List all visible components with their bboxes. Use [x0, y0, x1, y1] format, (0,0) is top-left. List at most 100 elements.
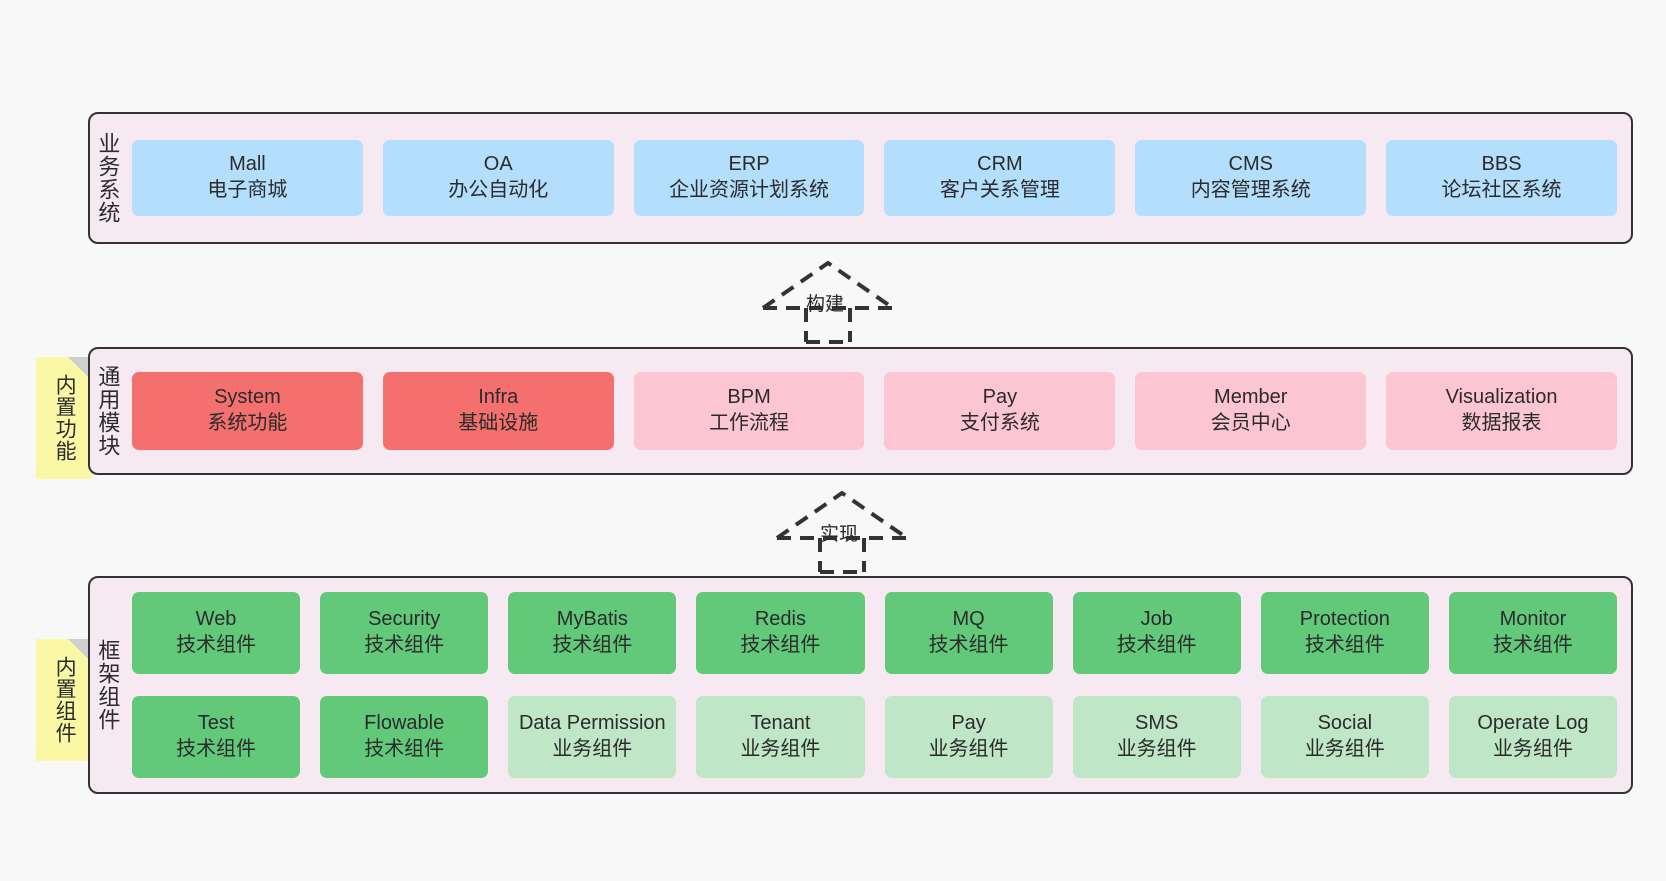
card-title: Redis: [754, 608, 806, 631]
card-title: Data Permission: [518, 712, 666, 735]
implement-arrow-label: 实现: [820, 524, 859, 545]
card-title: BPM: [727, 386, 771, 409]
builtin-components-note: 内置组件: [36, 639, 92, 761]
card-subtitle: 技术组件: [552, 634, 633, 656]
card-subtitle: 内容管理系统: [1190, 179, 1311, 201]
component-card[interactable]: System 系统功能: [132, 372, 363, 450]
component-card[interactable]: OA 办公自动化: [382, 140, 614, 216]
card-subtitle: 办公自动化: [448, 179, 549, 201]
component-card[interactable]: MyBatis 技术组件: [508, 592, 677, 674]
card-subtitle: 系统功能: [207, 412, 288, 434]
card-title: MQ: [952, 608, 985, 631]
card-title: CRM: [977, 153, 1023, 176]
builtin-functions-note-label: 内置功能: [53, 374, 77, 462]
card-subtitle: 技术组件: [176, 738, 257, 760]
card-subtitle: 业务组件: [740, 738, 821, 760]
business-system-layer-label: 业务系统: [95, 132, 121, 224]
card-subtitle: 业务组件: [928, 738, 1009, 760]
card-subtitle: 业务组件: [552, 738, 633, 760]
card-title: Security: [368, 608, 441, 631]
card-title: Pay: [982, 386, 1018, 409]
component-card[interactable]: Social 业务组件: [1260, 696, 1429, 778]
component-card[interactable]: Data Permission 业务组件: [508, 696, 677, 778]
card-subtitle: 技术组件: [1492, 634, 1573, 656]
card-subtitle: 会员中心: [1210, 412, 1291, 434]
card-title: Mall: [229, 153, 266, 176]
component-card[interactable]: Member 会员中心: [1135, 372, 1367, 450]
card-subtitle: 技术组件: [364, 634, 445, 656]
component-card[interactable]: Visualization 数据报表: [1386, 372, 1617, 450]
card-subtitle: 技术组件: [740, 634, 821, 656]
card-title: Pay: [951, 712, 986, 735]
component-card[interactable]: BPM 工作流程: [633, 372, 865, 450]
component-card[interactable]: Flowable 技术组件: [320, 696, 489, 778]
component-card[interactable]: Test 技术组件: [132, 696, 301, 778]
card-title: Tenant: [750, 712, 811, 735]
card-subtitle: 客户关系管理: [939, 179, 1060, 201]
implement-arrow-shape: [775, 490, 909, 574]
builtin-components-note-label: 内置组件: [53, 656, 77, 744]
card-title: Job: [1140, 608, 1173, 631]
card-title: Test: [197, 712, 235, 735]
build-generalization-arrow: 构建: [758, 258, 898, 344]
card-subtitle: 技术组件: [1116, 634, 1197, 656]
build-arrow-label: 构建: [806, 294, 845, 315]
card-title: Social: [1317, 712, 1373, 735]
card-title: CMS: [1228, 153, 1273, 176]
card-title: OA: [483, 153, 513, 176]
card-title: Protection: [1299, 608, 1390, 631]
component-card[interactable]: Protection 技术组件: [1260, 592, 1429, 674]
card-subtitle: 业务组件: [1116, 738, 1197, 760]
card-title: Member: [1214, 386, 1288, 409]
component-card[interactable]: CMS 内容管理系统: [1135, 140, 1367, 216]
card-subtitle: 业务组件: [1304, 738, 1385, 760]
card-subtitle: 电子商城: [207, 179, 288, 201]
card-title: Flowable: [364, 712, 445, 735]
card-subtitle: 技术组件: [1304, 634, 1385, 656]
component-card[interactable]: Job 技术组件: [1072, 592, 1241, 674]
component-card[interactable]: Web 技术组件: [132, 592, 301, 674]
card-title: ERP: [728, 153, 770, 176]
card-title: SMS: [1135, 712, 1179, 735]
card-title: Visualization: [1445, 386, 1558, 409]
component-card[interactable]: Security 技术组件: [320, 592, 489, 674]
card-subtitle: 技术组件: [364, 738, 445, 760]
card-subtitle: 技术组件: [928, 634, 1009, 656]
framework-component-layer-label: 框架组件: [95, 639, 121, 731]
card-subtitle: 技术组件: [176, 634, 257, 656]
card-title: System: [214, 386, 281, 409]
card-title: Web: [195, 608, 237, 631]
component-card[interactable]: Pay 业务组件: [884, 696, 1053, 778]
component-card[interactable]: Tenant 业务组件: [696, 696, 865, 778]
component-card[interactable]: MQ 技术组件: [884, 592, 1053, 674]
card-title: Operate Log: [1477, 712, 1589, 735]
component-card[interactable]: Redis 技术组件: [696, 592, 865, 674]
card-title: MyBatis: [556, 608, 628, 631]
component-card[interactable]: SMS 业务组件: [1072, 696, 1241, 778]
card-title: BBS: [1481, 153, 1522, 176]
component-card[interactable]: CRM 客户关系管理: [884, 140, 1116, 216]
component-card[interactable]: Mall 电子商城: [132, 140, 363, 216]
component-card[interactable]: Infra 基础设施: [382, 372, 614, 450]
card-subtitle: 基础设施: [458, 412, 539, 434]
card-subtitle: 工作流程: [709, 412, 790, 434]
build-arrow-shape: [761, 260, 895, 344]
card-title: Infra: [478, 386, 519, 409]
card-subtitle: 数据报表: [1461, 412, 1542, 434]
component-card[interactable]: Monitor 技术组件: [1448, 592, 1617, 674]
card-title: Monitor: [1499, 608, 1567, 631]
